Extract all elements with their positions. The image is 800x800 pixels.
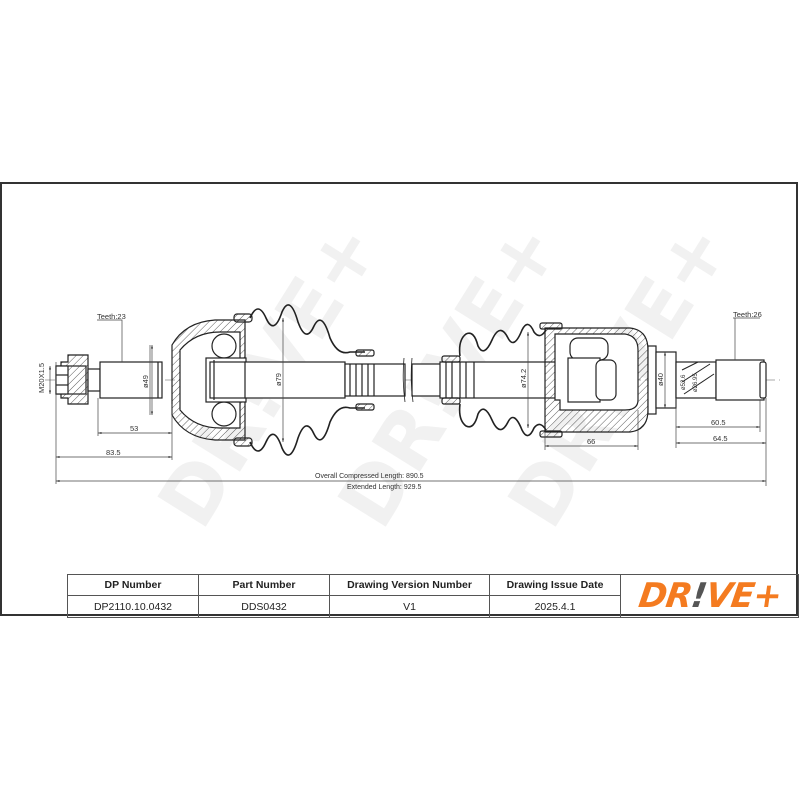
left-diameter-label: ø49	[141, 375, 150, 388]
drawing-version-value: V1	[329, 595, 490, 618]
left-boot-bottom	[249, 406, 365, 456]
dim-64-5-label: 64.5	[713, 434, 728, 443]
right-teeth-label: Teeth:26	[733, 310, 762, 319]
brand-logo-cell: DR!VE+	[620, 574, 799, 618]
main-shaft	[244, 357, 561, 403]
header-drawing-version: Drawing Version Number	[329, 574, 490, 596]
dim-53-label: 53	[130, 424, 138, 433]
header-dp-number: DP Number	[67, 574, 199, 596]
dim-60-5-label: 60.5	[711, 418, 726, 427]
header-issue-date: Drawing Issue Date	[489, 574, 621, 596]
header-part-number: Part Number	[198, 574, 330, 596]
right-boot-bottom	[458, 403, 547, 437]
left-thread-nut	[55, 354, 89, 405]
dim-66-label: 66	[587, 437, 595, 446]
dp-number-value: DP2110.10.0432	[67, 595, 199, 618]
right-boot-top	[458, 323, 547, 357]
right-stub	[647, 345, 767, 415]
part-number-value: DDS0432	[198, 595, 330, 618]
dim-83-5-label: 83.5	[106, 448, 121, 457]
thread-size-label: M20X1.5	[37, 363, 46, 393]
left-boot-top	[249, 304, 365, 354]
title-block-value-row: DP2110.10.0432 DDS0432 V1 2025.4.1	[67, 595, 799, 618]
left-teeth-label: Teeth:23	[97, 312, 126, 321]
title-block: DP Number Part Number Drawing Version Nu…	[67, 574, 799, 618]
right-diameter-label: ø40	[656, 373, 665, 386]
drive-plus-logo: DR!VE+	[635, 576, 784, 616]
issue-date-value: 2025.4.1	[489, 595, 621, 618]
overall-compressed-length-label: Overall Compressed Length: 890.5	[315, 473, 424, 480]
left-spline-stub	[87, 361, 163, 399]
left-boot-diameter-label: ø79	[274, 373, 283, 386]
left-cv-joint	[171, 313, 253, 447]
right-tripod-joint	[544, 327, 649, 433]
right-boot-diameter-label: ø74.2	[519, 369, 528, 388]
spline-diameter-label: ø26.95	[693, 373, 699, 392]
title-block-header-row: DP Number Part Number Drawing Version Nu…	[67, 574, 799, 618]
extended-length-label: Extended Length: 929.5	[347, 484, 421, 491]
abs-ring-diameter-label: ø52.6	[681, 374, 687, 390]
